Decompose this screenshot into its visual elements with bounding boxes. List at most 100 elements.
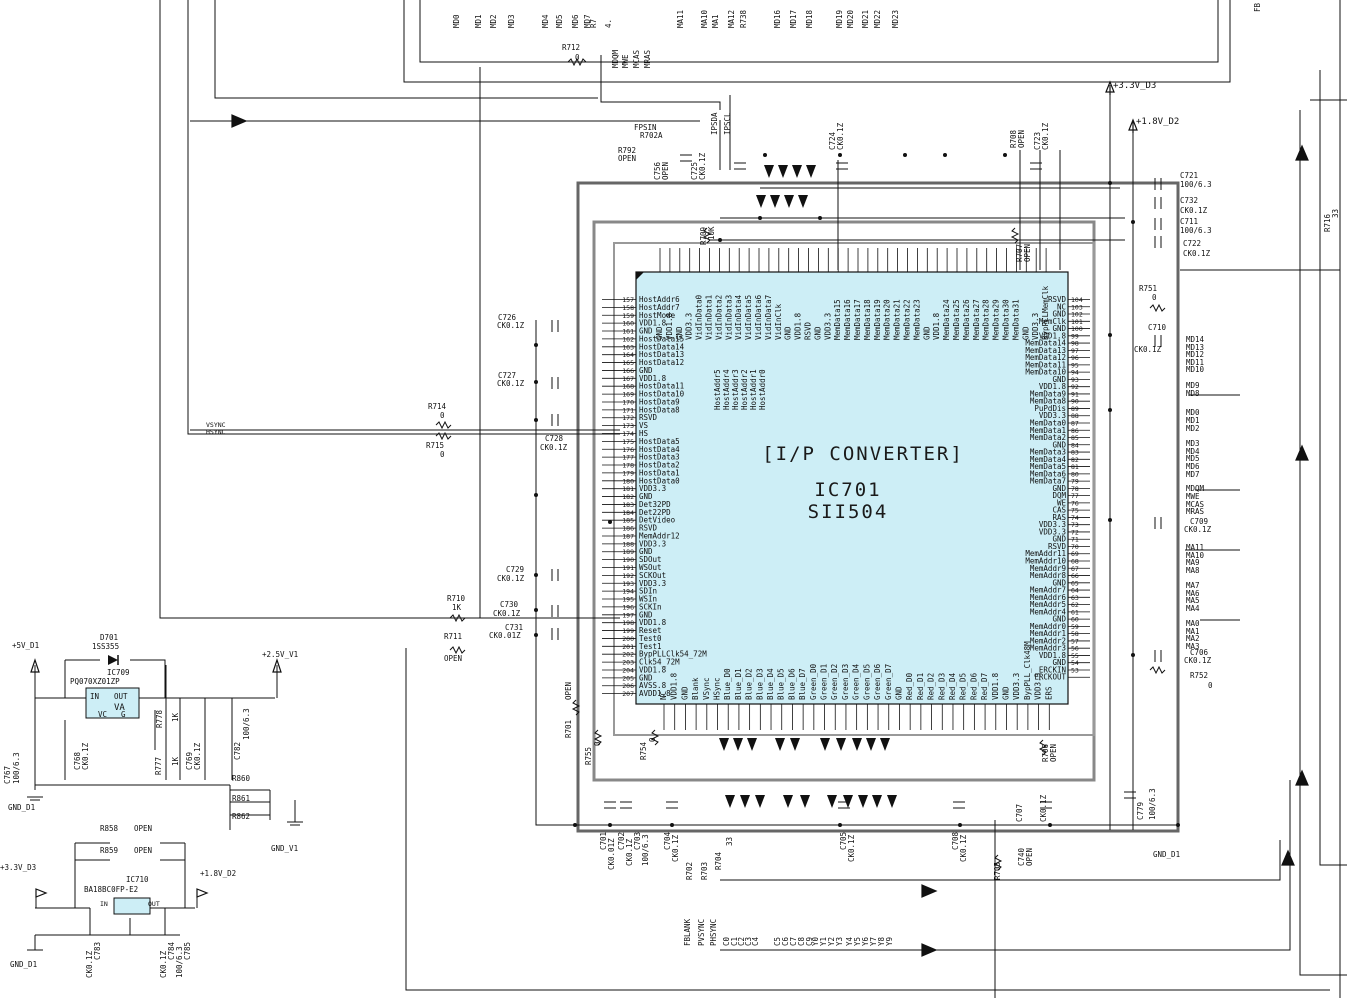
- label-r707v: OPEN: [1023, 244, 1032, 262]
- pin-right-number: 91: [1071, 390, 1079, 398]
- passive-symbols: [435, 57, 1166, 871]
- pin-bottom-label: Red_D0: [905, 672, 914, 700]
- label-r714v: 0: [440, 411, 445, 420]
- pin-right-label: GND: [1052, 375, 1066, 384]
- pin-left-label: GND: [639, 366, 653, 375]
- bottom-signal-label: Y0: [811, 936, 820, 946]
- ic709-body: [85, 687, 140, 719]
- pin-right-label: MemData2: [1030, 433, 1066, 442]
- label-r715: R715: [426, 441, 444, 450]
- pin-labels: HostAddr6157HostAddr7158HostMode159VDD1.…: [622, 285, 1083, 700]
- pin-left-number: 177: [622, 454, 634, 462]
- pin-right-label: MemData0: [1030, 418, 1067, 427]
- label-r752: R752: [1190, 671, 1208, 680]
- pin-right-number: 88: [1071, 412, 1079, 420]
- chip-title: [I/P CONVERTER]: [762, 443, 964, 465]
- label-r751v: 0: [1152, 293, 1157, 302]
- label-r792: R792: [618, 146, 636, 155]
- pin-bottom-label: GND: [1001, 686, 1010, 700]
- pin-bottom-label: Red_D3: [937, 673, 946, 700]
- right-bus-label: MD6: [1186, 462, 1200, 471]
- right-bus-label: MD10: [1186, 365, 1205, 374]
- top-bus-label: R7: [589, 19, 598, 28]
- label-c731: C731: [505, 623, 523, 632]
- pin-right-number: 98: [1071, 340, 1079, 348]
- pin-top-inner-label: HostAddr2: [740, 369, 749, 410]
- pin-right-label: MemData4: [1030, 455, 1067, 464]
- pin-right-number: 62: [1071, 601, 1079, 609]
- pin-bottom-label: ERS: [1044, 686, 1053, 700]
- pin-top-label: VDD3.3: [823, 313, 832, 340]
- pin-right-number: 89: [1071, 405, 1079, 413]
- label-ic710v: BA18BC0FP-E2: [84, 885, 138, 894]
- pin-right-label: MemData14: [1025, 339, 1066, 348]
- right-bus-label: MA6: [1186, 589, 1200, 598]
- label-c721: C721: [1180, 171, 1198, 180]
- label-c784v: CK0.1Z: [159, 950, 168, 978]
- label-ic709: IC709: [107, 668, 130, 677]
- pin-left-number: 176: [622, 446, 634, 454]
- pin-right-number: 53: [1071, 666, 1079, 674]
- label-r709v: 10K: [707, 226, 716, 240]
- pin-top-inner-label: HostAddr0: [758, 369, 767, 410]
- label-r752v: 0: [1208, 681, 1213, 690]
- right-bus-label: MD13: [1186, 343, 1204, 352]
- bus-lines: [576, 181, 1180, 833]
- pin-left-label: RSVD: [639, 413, 658, 422]
- label-c728v: CK0.1Z: [540, 443, 568, 452]
- label-rail-3v3-left: +3.3V_D3: [0, 863, 36, 872]
- pin-left-label: Det22PD: [639, 508, 671, 517]
- pin-left-label: VDD3.3: [639, 539, 666, 548]
- bottom-signal-label: Y3: [835, 937, 844, 946]
- pin-left-label: Test1: [639, 642, 662, 651]
- label-r704: R704: [714, 851, 723, 870]
- pin-bottom-label: Blue_D5: [777, 668, 786, 700]
- label-c783: C783: [93, 942, 102, 960]
- pin-right-number: 63: [1071, 594, 1079, 602]
- label-c705v: CK0.1Z: [847, 834, 856, 862]
- top-bus-label: MD6: [571, 14, 580, 28]
- label-r702a: R702A: [640, 131, 663, 140]
- pin-bottom-label: VDD1.8: [670, 672, 679, 700]
- label-c740: C740: [1017, 847, 1026, 866]
- label-r859v: OPEN: [134, 846, 152, 855]
- pin-left-number: 160: [622, 320, 634, 328]
- pin-right-label: RSVD: [1048, 542, 1067, 551]
- label-c704: C704: [663, 831, 672, 850]
- label-c785v: 100/6.3: [175, 946, 184, 978]
- label-c728: C728: [545, 434, 564, 443]
- label-r754: R754: [639, 741, 648, 760]
- pin-left-label: GND: [639, 673, 653, 682]
- pin-right-number: 79: [1071, 478, 1079, 486]
- right-bus-label: MA4: [1186, 604, 1200, 613]
- pin-bottom-label: HSync: [713, 677, 722, 700]
- pin-left-label: HS: [639, 429, 649, 438]
- power-arrows: [231, 80, 1309, 957]
- pin-right-label: GND: [1052, 310, 1066, 319]
- pin-left-label: HostData14: [639, 342, 685, 351]
- top-bus-label: MD2: [489, 14, 498, 28]
- rail-5v-d1: +5V_D1: [12, 641, 39, 650]
- pin-top-label: MemData27: [972, 299, 981, 340]
- pin-bottom-label: Blue_D7: [798, 668, 807, 700]
- pin-right-number: 87: [1071, 419, 1079, 427]
- label-c756: C756: [653, 161, 662, 180]
- pin-top-label: MemData15: [833, 299, 842, 340]
- right-bus-label: MA11: [1186, 543, 1204, 552]
- pin-left-label: MemAddr12: [639, 531, 680, 540]
- pin-left-number: 179: [622, 469, 634, 477]
- pin-right-label: MemData10: [1025, 368, 1066, 377]
- top-bus-label: MD3: [507, 14, 516, 28]
- pin-top-label: VDD1.8: [665, 312, 674, 340]
- pin-right-label: GND: [1052, 484, 1066, 493]
- pin-right-number: 66: [1071, 572, 1079, 580]
- label-ic710: IC710: [126, 875, 149, 884]
- pin-right-label: MemData6: [1030, 469, 1067, 478]
- label-c711: C711: [1180, 217, 1198, 226]
- label-c705: C705: [839, 832, 848, 850]
- label-c732: C732: [1180, 196, 1198, 205]
- label-c729: C729: [506, 565, 524, 574]
